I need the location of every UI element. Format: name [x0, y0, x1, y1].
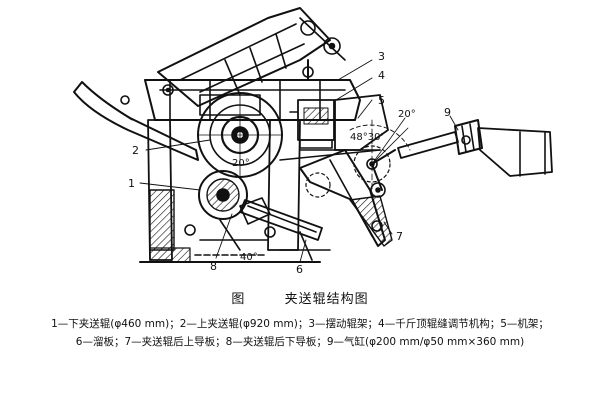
- angle-48-30: 48°30': [350, 132, 383, 143]
- callout-9: 9: [444, 106, 451, 119]
- callout-7: 7: [396, 230, 403, 243]
- pinch-roll-drawing: 3 4 5 2 1 6 7 8 9 20° 48°30' 20° 40°: [73, 7, 553, 276]
- slide-plate: [239, 199, 323, 261]
- entry-guide: [73, 81, 199, 161]
- angle-20-top: 20°: [398, 109, 416, 120]
- leader-lines: [139, 59, 459, 263]
- angle-40: 40°: [240, 252, 258, 263]
- rear-lower-guide: [219, 197, 271, 251]
- callout-3: 3: [378, 50, 385, 63]
- callout-1: 1: [128, 177, 135, 190]
- swing-boom: [157, 7, 346, 107]
- callout-8: 8: [210, 260, 217, 273]
- figure-caption-title: 图 夹送辊结构图: [0, 288, 600, 307]
- legend-line-2: 6—溜板；7—夹送辊后上导板；8—夹送辊后下导板；9—气缸(φ200 mm/φ5…: [75, 336, 525, 348]
- callout-5: 5: [378, 94, 385, 107]
- callout-4: 4: [378, 69, 385, 82]
- jack-gap-adjust: [289, 99, 335, 149]
- main-frame: [139, 59, 361, 263]
- figure-label: 图: [231, 292, 246, 307]
- air-cylinder: [397, 119, 553, 177]
- lower-pinch-roll: [198, 170, 248, 220]
- figure-title: 夹送辊结构图: [284, 292, 369, 307]
- callout-2: 2: [132, 144, 139, 157]
- lower-base-details: [184, 172, 331, 256]
- legend-line-1: 1—下夹送辊(φ460 mm)；2—上夹送辊(φ920 mm)；3—摆动辊架；4…: [51, 318, 549, 330]
- lever-linkage: [349, 117, 411, 201]
- angle-20-mid: 20°: [232, 158, 250, 169]
- rear-upper-guide: [299, 149, 393, 247]
- callout-6: 6: [296, 263, 303, 276]
